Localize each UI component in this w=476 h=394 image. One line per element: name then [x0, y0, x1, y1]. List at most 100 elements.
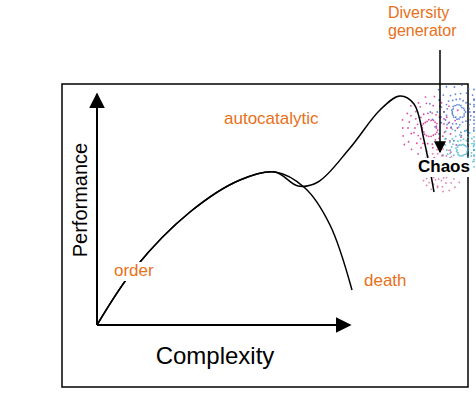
spark-dot	[422, 123, 424, 125]
spark-dot	[443, 177, 445, 179]
spark-dot	[470, 155, 472, 157]
spark-dot	[459, 134, 461, 136]
spark-dot	[429, 111, 431, 113]
spark-dot	[450, 126, 452, 128]
spark-dot	[436, 149, 438, 151]
spark-dot	[469, 132, 471, 134]
spark-dot	[408, 141, 410, 143]
spark-dot	[426, 121, 428, 123]
spark-dot	[459, 98, 461, 100]
spark-dot	[454, 130, 456, 132]
spark-dot	[432, 153, 434, 155]
spark-dot	[455, 123, 457, 125]
axis-label: Complexity	[156, 343, 275, 369]
spark-dot	[451, 146, 453, 148]
spark-dot	[441, 180, 443, 182]
spark-dot	[427, 143, 429, 145]
spark-dot	[467, 136, 469, 138]
spark-dot	[456, 104, 458, 106]
spark-dot	[464, 109, 466, 111]
spark-dot	[468, 124, 470, 126]
spark-dot	[434, 126, 436, 128]
spark-dot	[457, 109, 459, 111]
spark-dot	[406, 113, 408, 115]
spark-dot	[428, 182, 430, 184]
spark-dot	[423, 180, 425, 182]
spark-dot	[446, 108, 448, 110]
spark-dot	[455, 99, 457, 101]
spark-dot	[473, 123, 475, 125]
spark-dot	[437, 153, 439, 155]
spark-dot	[470, 115, 472, 117]
spark-dot	[426, 135, 428, 137]
spark-dot	[473, 106, 475, 108]
spark-dot	[403, 144, 405, 146]
spark-dot	[446, 116, 448, 118]
spark-dot	[450, 95, 452, 97]
spark-dot	[415, 111, 417, 113]
spark-dot	[467, 133, 469, 135]
axis-label: Performance	[69, 143, 91, 258]
spark-dot	[408, 121, 410, 123]
spark-dot	[426, 178, 428, 180]
spark-dot	[460, 131, 462, 133]
spark-dot	[444, 144, 446, 146]
spark-dot	[465, 102, 467, 104]
spark-dot	[450, 127, 452, 129]
spark-dot	[454, 105, 456, 107]
annotation-label: Diversity generator	[388, 4, 468, 39]
spark-dot	[430, 188, 432, 190]
spark-dot	[462, 155, 464, 157]
spark-dot	[457, 146, 459, 148]
spark-dot	[473, 166, 475, 168]
spark-dot	[458, 181, 460, 183]
spark-dot	[402, 119, 404, 121]
spark-dot	[455, 135, 457, 137]
region-label: order	[112, 262, 156, 281]
spark-dot	[448, 189, 450, 191]
x-axis	[97, 324, 350, 326]
spark-dot	[447, 153, 449, 155]
spark-dot	[469, 111, 471, 113]
spark-dot	[448, 100, 450, 102]
spark-dot	[410, 105, 412, 107]
spark-dot	[459, 144, 461, 146]
chart-frame	[62, 84, 468, 387]
spark-dot	[467, 147, 469, 149]
spark-dot	[432, 147, 434, 149]
chaos-fireworks	[402, 84, 475, 192]
spark-dot	[456, 149, 458, 151]
spark-dot	[448, 121, 450, 123]
spark-dot	[441, 154, 443, 156]
spark-dot	[455, 147, 457, 149]
spark-dot	[473, 149, 475, 151]
spark-dot	[423, 113, 425, 115]
spark-dot	[443, 111, 445, 113]
spark-dot	[465, 154, 467, 156]
spark-dot	[455, 93, 457, 95]
spark-dot	[452, 100, 454, 102]
spark-dot	[417, 123, 419, 125]
spark-dot	[466, 92, 468, 94]
spark-dot	[431, 112, 433, 114]
spark-dot	[473, 116, 475, 118]
spark-dot	[464, 130, 466, 132]
spark-dot	[446, 149, 448, 151]
performance-curve	[97, 172, 352, 325]
spark-dot	[402, 135, 404, 137]
spark-dot	[450, 182, 452, 184]
region-label: Chaos	[416, 158, 472, 177]
spark-dot	[417, 135, 419, 137]
spark-dot	[457, 140, 459, 142]
spark-dot	[411, 148, 413, 150]
spark-dot	[465, 129, 467, 131]
spark-dot	[416, 142, 418, 144]
spark-dot	[460, 105, 462, 107]
spark-dot	[446, 127, 448, 129]
region-label: autocatalytic	[222, 110, 321, 129]
spark-dot	[471, 138, 473, 140]
spark-dot	[445, 119, 447, 121]
spark-dot	[449, 153, 451, 155]
spark-dot	[431, 143, 433, 145]
spark-dot	[455, 116, 457, 118]
